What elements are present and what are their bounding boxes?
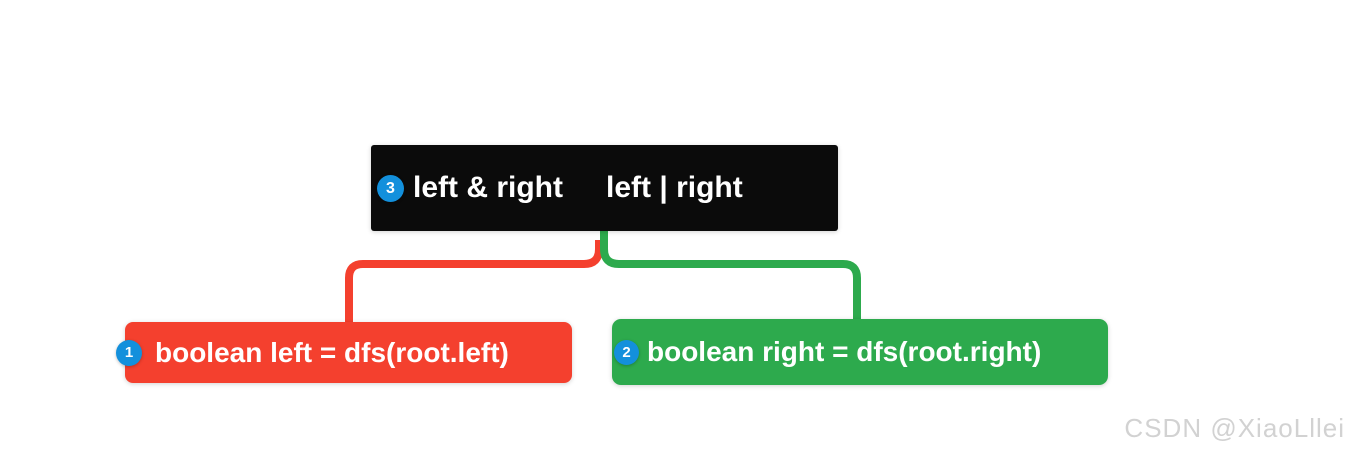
root-node-label: left & right left | right (413, 171, 743, 205)
left-child-label: boolean left = dfs(root.left) (155, 336, 509, 368)
connector-root-to-right (600, 229, 861, 321)
root-node-number-badge: 3 (377, 175, 404, 202)
connector-root-to-left (345, 240, 603, 324)
root-label-and-expression: left & right (413, 171, 563, 204)
csdn-watermark: CSDN @XiaoLllei (1124, 413, 1345, 443)
left-child-node[interactable]: 1 boolean left = dfs(root.left) (116, 322, 572, 383)
right-child-number-badge: 2 (614, 339, 639, 365)
left-child-number-badge: 1 (116, 339, 142, 366)
right-child-label: boolean right = dfs(root.right) (647, 336, 1042, 367)
right-child-node[interactable]: 2 boolean right = dfs(root.right) (612, 319, 1108, 385)
root-node[interactable]: 3 left & right left | right (371, 145, 838, 231)
root-label-or-expression: left | right (606, 171, 743, 204)
